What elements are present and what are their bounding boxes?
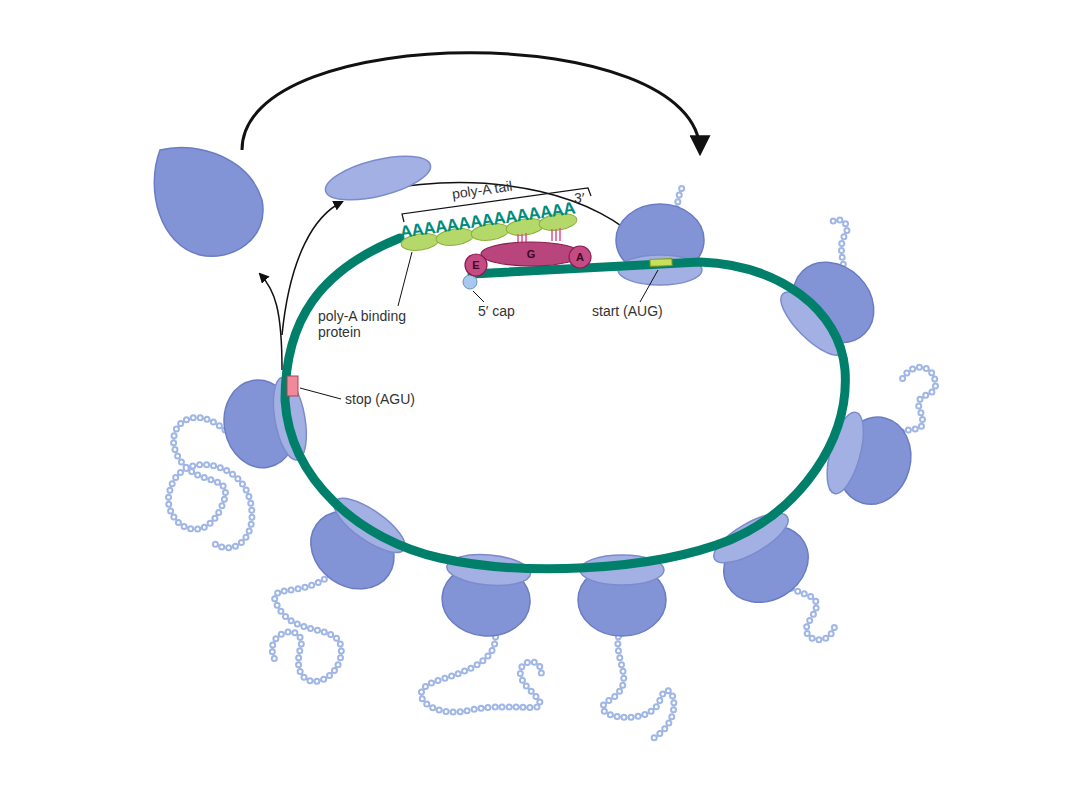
mrna-strand: [285, 238, 845, 569]
factor-letter: A: [576, 251, 584, 263]
start-codon: [650, 259, 672, 267]
part-label: 3′: [574, 190, 584, 206]
part-label: poly-A tail: [451, 178, 513, 202]
part-label: start (AUG): [592, 303, 663, 319]
part-label: stop (AGU): [345, 391, 415, 407]
interaction-hatches: [518, 228, 560, 243]
peptide-chains: [168, 185, 935, 740]
factor-letter: E: [472, 259, 479, 271]
cap-structure: [463, 275, 477, 289]
factor-node: G: [480, 241, 582, 267]
stop-codon: [287, 376, 298, 396]
factor-letter: G: [527, 248, 536, 260]
small-subunit: [321, 147, 435, 208]
ribosomes: [217, 204, 920, 640]
part-label: poly-A binding protein: [318, 308, 418, 340]
factor-node: E: [464, 253, 488, 277]
recycle-arrow: [242, 53, 700, 152]
release-arrow: [260, 274, 282, 370]
factor-node: A: [568, 245, 592, 269]
large-subunit: [154, 147, 263, 256]
part-label: 5′ cap: [478, 303, 515, 319]
leader-lines: [300, 252, 658, 399]
